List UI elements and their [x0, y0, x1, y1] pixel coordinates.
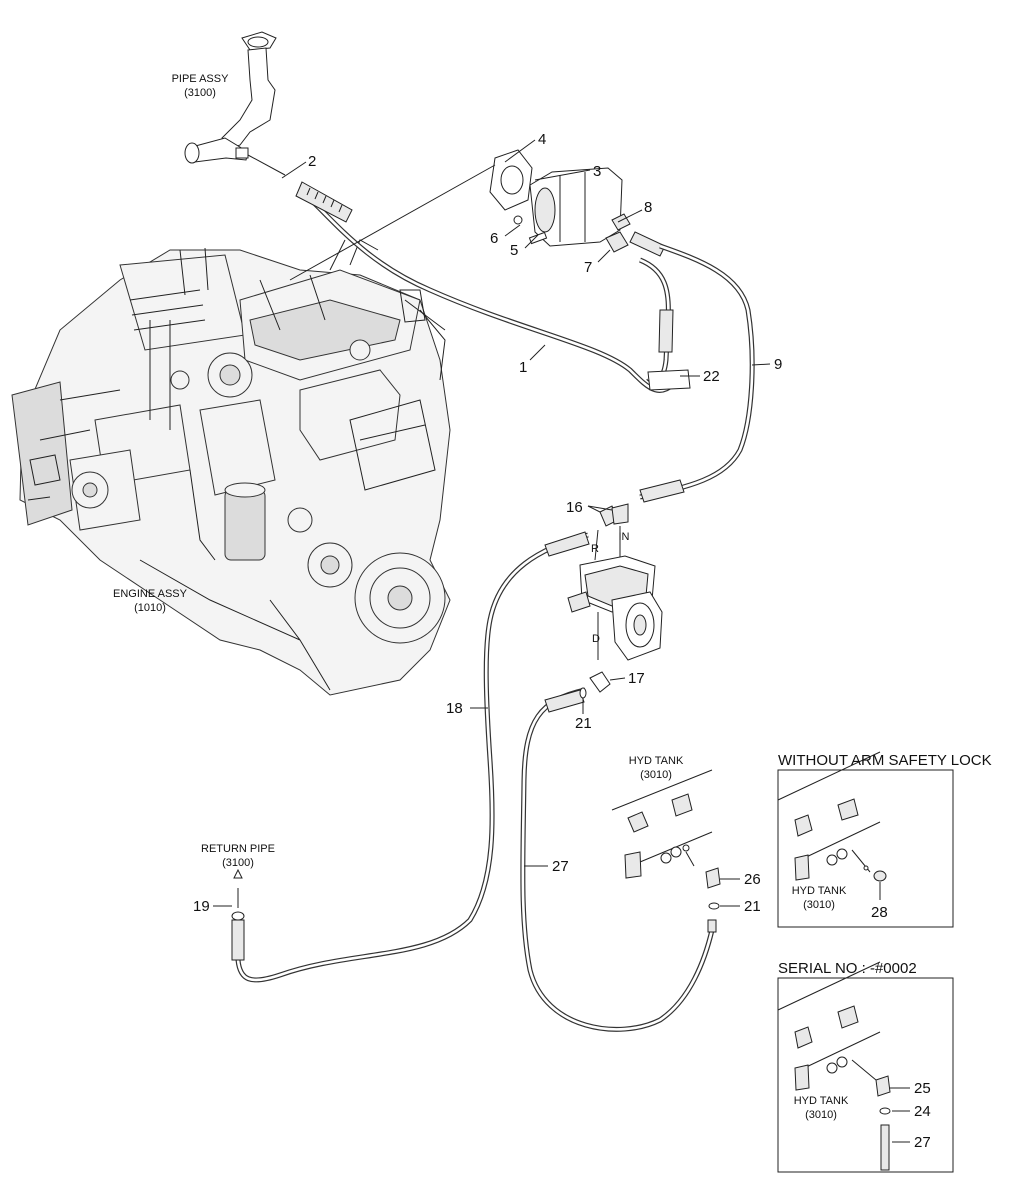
inset-b-tank-code: (3010): [805, 1109, 837, 1121]
engine-assy-label: ENGINE ASSY: [113, 588, 188, 600]
control-valve-drawing: [567, 503, 663, 693]
engine-assy-code: (1010): [134, 602, 166, 614]
port-in-label: IN: [619, 531, 630, 543]
callout-25: 25: [914, 1080, 931, 1097]
port-r-label: R: [591, 543, 599, 555]
callout-18: 18: [446, 700, 463, 717]
hyd-tank-code: (3010): [640, 769, 672, 781]
hose-27: [520, 687, 715, 1032]
hose-9: [639, 243, 755, 503]
inset-without-arm-safety-lock: [777, 751, 954, 928]
callout-19: 19: [193, 898, 210, 915]
inset-a-text: WITHOUT ARM SAFETY LOCK HYD TANK (3010) …: [778, 752, 992, 921]
callout-numbers: 1 2 3 4 5 6 7 8 9 16 17 18 19 21 21 22 2…: [193, 131, 782, 915]
callout-24: 24: [914, 1103, 931, 1120]
inset-b-tank-label: HYD TANK: [794, 1095, 849, 1107]
callout-2: 2: [308, 153, 316, 170]
pipe-assy-label: PIPE ASSY: [172, 73, 230, 85]
callout-22: 22: [703, 368, 720, 385]
hyd-tank-drawing: [611, 769, 721, 933]
inset-a-title: WITHOUT ARM SAFETY LOCK: [778, 752, 992, 769]
callout-3: 3: [593, 163, 601, 180]
callout-6: 6: [490, 230, 498, 247]
hyd-tank-label: HYD TANK: [629, 755, 684, 767]
callout-26: 26: [744, 871, 761, 888]
callout-21-lower: 21: [744, 898, 761, 915]
callout-8: 8: [644, 199, 652, 216]
callout-27-inset: 27: [914, 1134, 931, 1151]
pipe-assy-code: (3100): [184, 87, 216, 99]
gear-pump-drawing: [489, 149, 666, 257]
hose-1: [295, 181, 682, 393]
callout-16: 16: [566, 499, 583, 516]
callout-7: 7: [584, 259, 592, 276]
callout-1: 1: [519, 359, 527, 376]
inset-a-tank-code: (3010): [803, 899, 835, 911]
inset-b-text: SERIAL NO : -#0002 HYD TANK (3010) 25 24…: [778, 960, 931, 1151]
leader-lines: [213, 139, 910, 1143]
pipe-assy-drawing: [184, 31, 286, 176]
hose-22: [638, 257, 691, 391]
callout-28: 28: [871, 904, 888, 921]
callout-21-upper: 21: [575, 715, 592, 732]
engine-assembly-drawing: [11, 239, 451, 696]
callout-4: 4: [538, 131, 546, 148]
assembly-labels: PIPE ASSY (3100) ENGINE ASSY (1010) RETU…: [113, 73, 684, 869]
inset-b-title: SERIAL NO : -#0002: [778, 960, 917, 977]
inset-serial-no: [777, 961, 954, 1173]
callout-5: 5: [510, 242, 518, 259]
hose-18: [231, 531, 590, 983]
callout-17: 17: [628, 670, 645, 687]
callout-9: 9: [774, 356, 782, 373]
return-pipe-label: RETURN PIPE: [201, 843, 275, 855]
return-pipe-code: (3100): [222, 857, 254, 869]
inset-a-tank-label: HYD TANK: [792, 885, 847, 897]
port-d-label: D: [592, 633, 600, 645]
callout-27: 27: [552, 858, 569, 875]
